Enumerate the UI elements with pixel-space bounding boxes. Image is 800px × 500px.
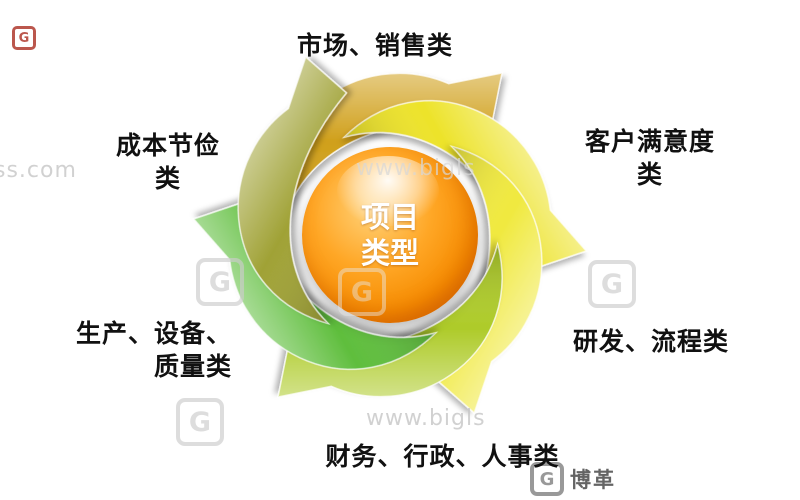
watermark-brand: G 博革	[530, 462, 616, 496]
label-customer-satisfaction-line1: 客户满意度	[584, 127, 715, 156]
center-node-line1: 项目	[360, 199, 419, 234]
center-node-line2: 类型	[360, 236, 419, 270]
label-cost-saving-line2: 类	[154, 163, 181, 193]
label-finance-admin-hr: 财务、行政、人事类	[325, 442, 560, 471]
center-node-label: 项目 类型	[361, 199, 419, 272]
watermark-brand-name: 博革	[570, 468, 616, 492]
watermark-url-center: www.bigls	[356, 156, 476, 181]
label-cost-saving-line1: 成本节俭	[115, 131, 220, 160]
watermark-logo-icon: G	[12, 26, 36, 50]
watermark-logo-icon: G	[530, 462, 564, 496]
label-customer-satisfaction-line2: 类	[636, 159, 663, 189]
watermark-url-bottom: www.bigls	[366, 406, 486, 431]
label-rd-process: 研发、流程类	[572, 327, 729, 356]
label-market-sales: 市场、销售类	[296, 31, 453, 60]
label-production-line1: 生产、设备、	[75, 319, 232, 348]
label-production-equipment-quality: 生产、设备、 质量类	[58, 318, 232, 383]
watermark-logo-icon: G	[588, 260, 636, 308]
label-cost-saving: 成本节俭 类	[98, 130, 238, 195]
watermark-logo-icon: G	[176, 398, 224, 446]
label-production-line2: 质量类	[153, 351, 232, 381]
center-node: 项目 类型	[302, 147, 478, 323]
watermark-logo-icon: G	[196, 258, 244, 306]
label-customer-satisfaction: 客户满意度 类	[570, 126, 730, 191]
watermark-logo-icon: G	[338, 268, 386, 316]
watermark-url-left: ss.com	[0, 158, 77, 183]
